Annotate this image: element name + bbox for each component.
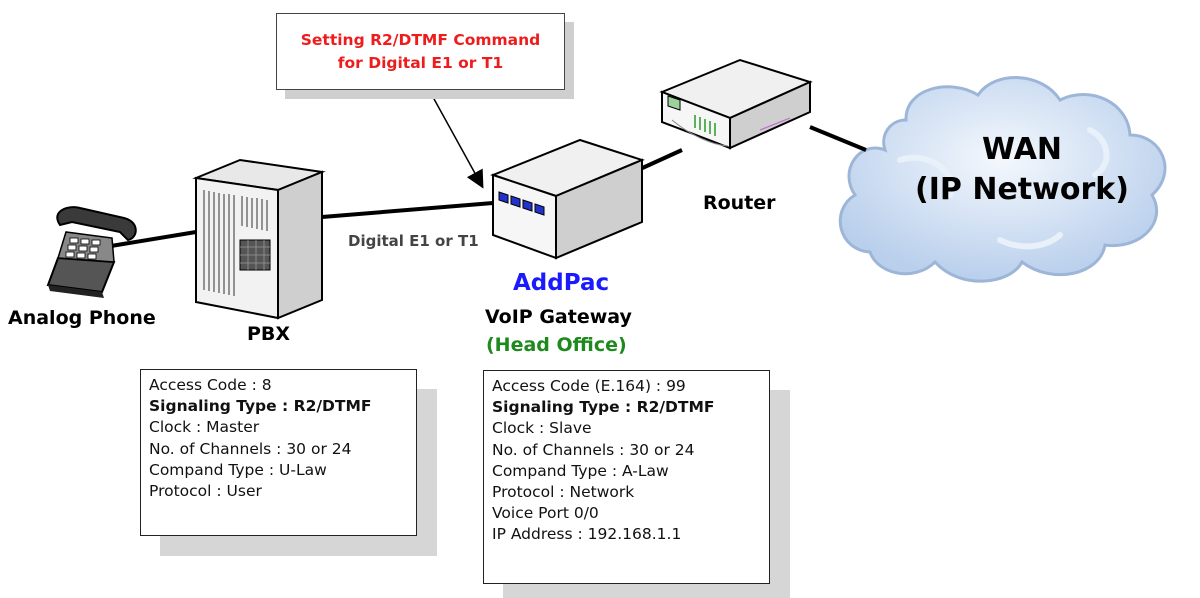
router-icon — [659, 58, 813, 150]
gateway-signaling-type: Signaling Type : R2/DTMF — [492, 398, 715, 417]
gateway-ip-address: IP Address : 192.168.1.1 — [492, 525, 682, 544]
gateway-channels: No. of Channels : 30 or 24 — [492, 440, 695, 459]
callout-arrow — [427, 87, 484, 189]
pbx-compand-type: Compand Type : U-Law — [149, 460, 327, 479]
gateway-compand-type: Compand Type : A-Law — [492, 461, 669, 480]
gateway-info-box: Access Code (E.164) : 99 Signaling Type … — [483, 370, 770, 584]
pbx-access-code: Access Code : 8 — [149, 376, 272, 394]
phone-pbx-line — [104, 230, 197, 249]
wan-label-line-2: (IP Network) — [915, 172, 1129, 207]
gateway-access-code: Access Code (E.164) : 99 — [492, 377, 686, 395]
pbx-protocol: Protocol : User — [149, 482, 262, 501]
voip-gateway-icon — [490, 138, 645, 260]
pbx-gateway-line — [321, 201, 494, 219]
head-office-label: (Head Office) — [486, 334, 627, 356]
link-label: Digital E1 or T1 — [348, 232, 479, 250]
gateway-clock: Clock : Slave — [492, 419, 592, 438]
gateway-protocol: Protocol : Network — [492, 483, 635, 502]
router-wan-line — [809, 125, 867, 152]
gateway-label: VoIP Gateway — [485, 306, 632, 328]
connection-lines — [104, 125, 867, 249]
pbx-signaling-type: Signaling Type : R2/DTMF — [149, 397, 372, 416]
pbx-clock: Clock : Master — [149, 418, 260, 437]
callout-line-2: for Digital E1 or T1 — [337, 53, 504, 72]
command-callout: Setting R2/DTMF Command for Digital E1 o… — [276, 13, 565, 90]
pbx-channels: No. of Channels : 30 or 24 — [149, 439, 352, 458]
gateway-router-line — [637, 148, 683, 172]
gateway-voice-port: Voice Port 0/0 — [492, 504, 599, 523]
callout-line-1: Setting R2/DTMF Command — [300, 30, 541, 49]
analog-phone-label: Analog Phone — [8, 307, 156, 329]
pbx-icon — [192, 158, 326, 320]
wan-label-line-1: WAN — [981, 132, 1063, 167]
analog-phone-icon — [46, 206, 137, 298]
router-label: Router — [703, 192, 776, 214]
wan-cloud-icon — [838, 76, 1167, 283]
brand-label: AddPac — [513, 270, 610, 296]
pbx-info-box: Access Code : 8 Signaling Type : R2/DTMF… — [140, 369, 417, 536]
pbx-label: PBX — [247, 323, 291, 345]
